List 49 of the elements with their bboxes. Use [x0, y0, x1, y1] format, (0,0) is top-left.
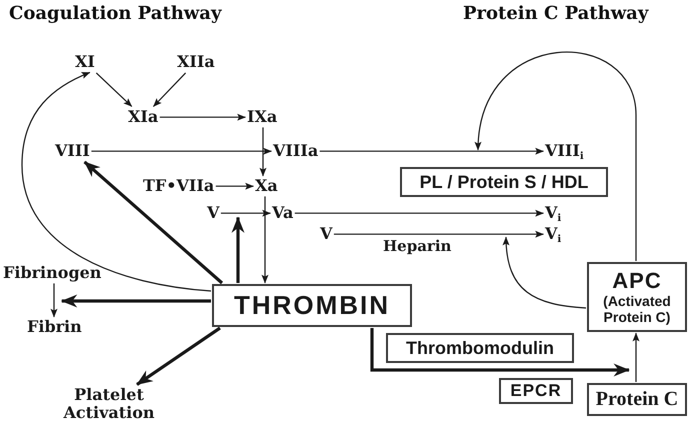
outcome-label: Platelet Activation	[61, 386, 157, 422]
protein-box: Protein C	[587, 383, 687, 416]
curved-arrow	[21, 72, 212, 292]
arrow	[216, 182, 254, 190]
factor-label: XIIa	[177, 53, 215, 72]
factor-label: XIa	[128, 108, 158, 126]
factor-label: V$_{i}$	[545, 204, 562, 222]
arrow	[370, 328, 630, 376]
arrow	[61, 294, 211, 308]
factor-label: IXa	[247, 108, 278, 126]
box-subtitle: (Activated Protein C)	[602, 293, 672, 326]
section-heading: Coagulation Pathway	[9, 3, 222, 25]
factor-label: VIIIa	[273, 142, 318, 160]
protein-box	[587, 262, 687, 332]
factor-label: V	[320, 225, 332, 244]
curved-arrow	[502, 236, 586, 309]
arrow	[334, 230, 544, 238]
arrow	[220, 210, 271, 217]
factor-label: VIII$_{i}$	[545, 142, 584, 160]
factor-label: Fibrinogen	[3, 264, 102, 282]
cofactor-box: PL / Protein S / HDL	[400, 167, 608, 197]
arrow	[136, 326, 221, 386]
arrow	[294, 210, 544, 217]
arrow	[262, 196, 268, 284]
factor-label: XI	[75, 53, 95, 72]
arrow	[50, 283, 58, 318]
factor-label: V$_{i}$	[545, 225, 562, 244]
box-title: APC	[612, 268, 662, 293]
receptor-box: Thrombomodulin	[386, 333, 574, 363]
edge-label: Heparin	[383, 238, 452, 256]
arrow	[96, 72, 132, 107]
arrow	[84, 160, 224, 284]
factor-label: Va	[272, 204, 294, 222]
arrow	[632, 332, 640, 382]
enzyme-box: THROMBIN	[212, 284, 412, 327]
factor-label: TF•VIIa	[143, 177, 214, 196]
factor-label: Xa	[255, 177, 278, 196]
arrow	[320, 148, 544, 155]
arrow	[232, 216, 244, 283]
section-heading: Protein C Pathway	[463, 3, 648, 25]
curved-arrow	[475, 52, 637, 261]
receptor-box: EPCR	[499, 378, 573, 404]
arrow	[260, 127, 266, 176]
factor-label: Fibrin	[27, 318, 82, 336]
factor-label: V	[207, 204, 220, 222]
factor-label: VIII	[55, 142, 90, 160]
arrow	[160, 114, 246, 121]
arrow	[91, 148, 272, 155]
arrow	[152, 72, 186, 107]
